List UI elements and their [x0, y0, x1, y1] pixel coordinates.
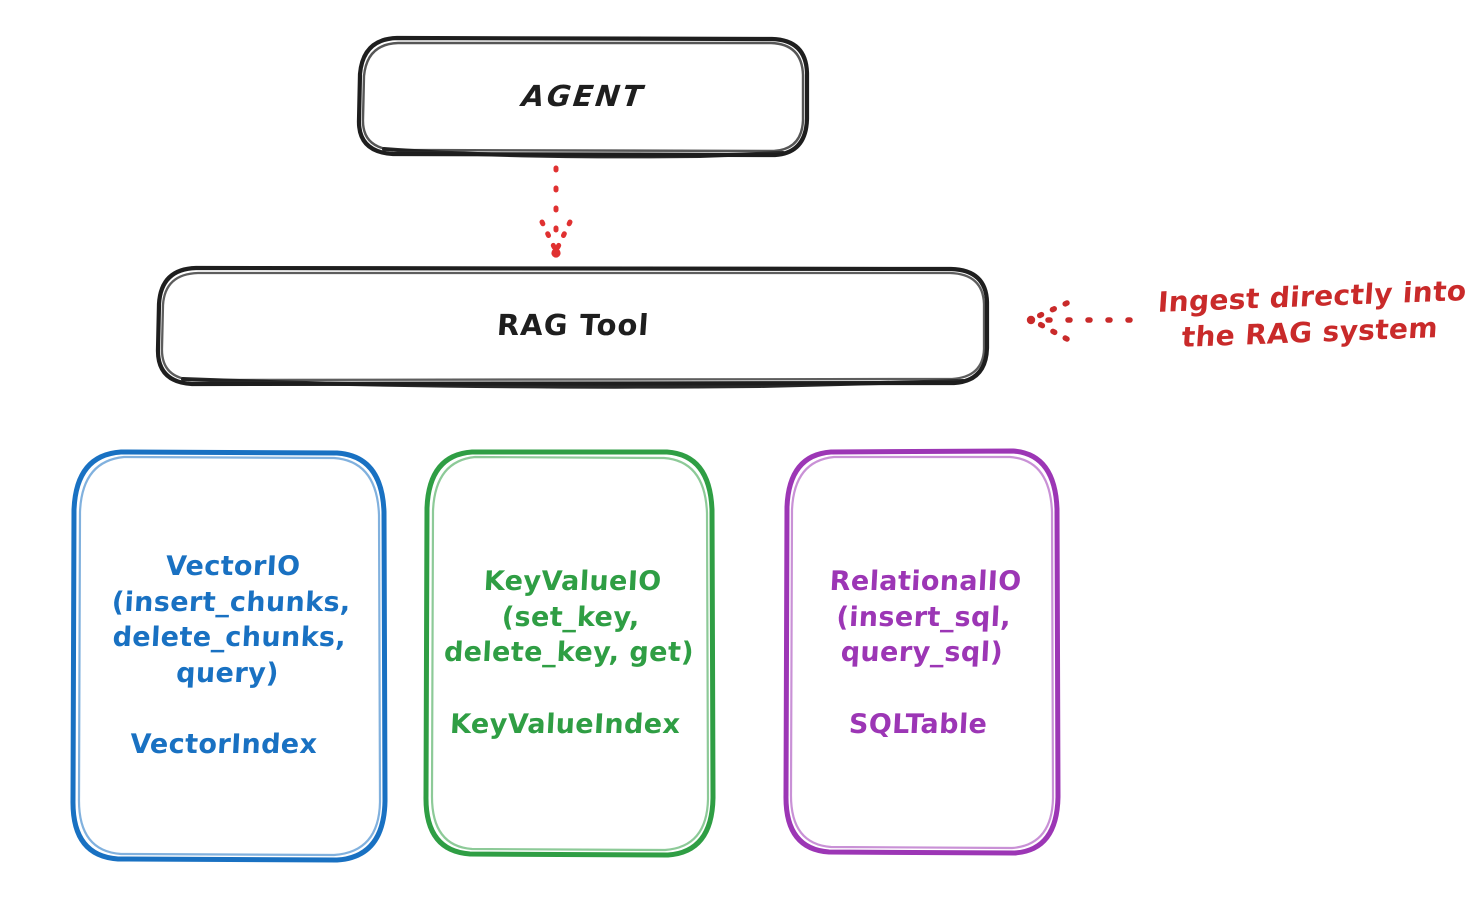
vector-io-label: VectorIO (insert_chunks, delete_chunks, … [111, 551, 352, 761]
ingest-annotation-label: Ingest directly into the RAG system [1156, 274, 1468, 355]
agent-box-outline [356, 35, 810, 159]
vector-io-node[interactable]: VectorIO (insert_chunks, delete_chunks, … [71, 451, 386, 861]
relational-io-box-outline [783, 448, 1061, 856]
agent-label: AGENT [519, 78, 647, 113]
relational-io-node[interactable]: RelationalIO (insert_sql, query_sql) SQL… [786, 451, 1058, 855]
agent-to-rag-connector [539, 165, 573, 258]
rag-tool-label: RAG Tool [495, 308, 651, 343]
rag-tool-node[interactable]: RAG Tool [157, 267, 989, 385]
key-value-io-label: KeyValueIO (set_key, delete_key, get) Ke… [443, 566, 695, 740]
agent-node[interactable]: AGENT [357, 37, 809, 156]
rag-tool-box-outline [155, 265, 990, 389]
vector-io-box-outline [70, 449, 388, 863]
key-value-io-node[interactable]: KeyValueIO (set_key, delete_key, get) Ke… [425, 451, 713, 856]
ingest-connector [1026, 300, 1133, 342]
key-value-io-box-outline [423, 449, 716, 858]
relational-io-label: RelationalIO (insert_sql, query_sql) SQL… [829, 565, 1023, 740]
